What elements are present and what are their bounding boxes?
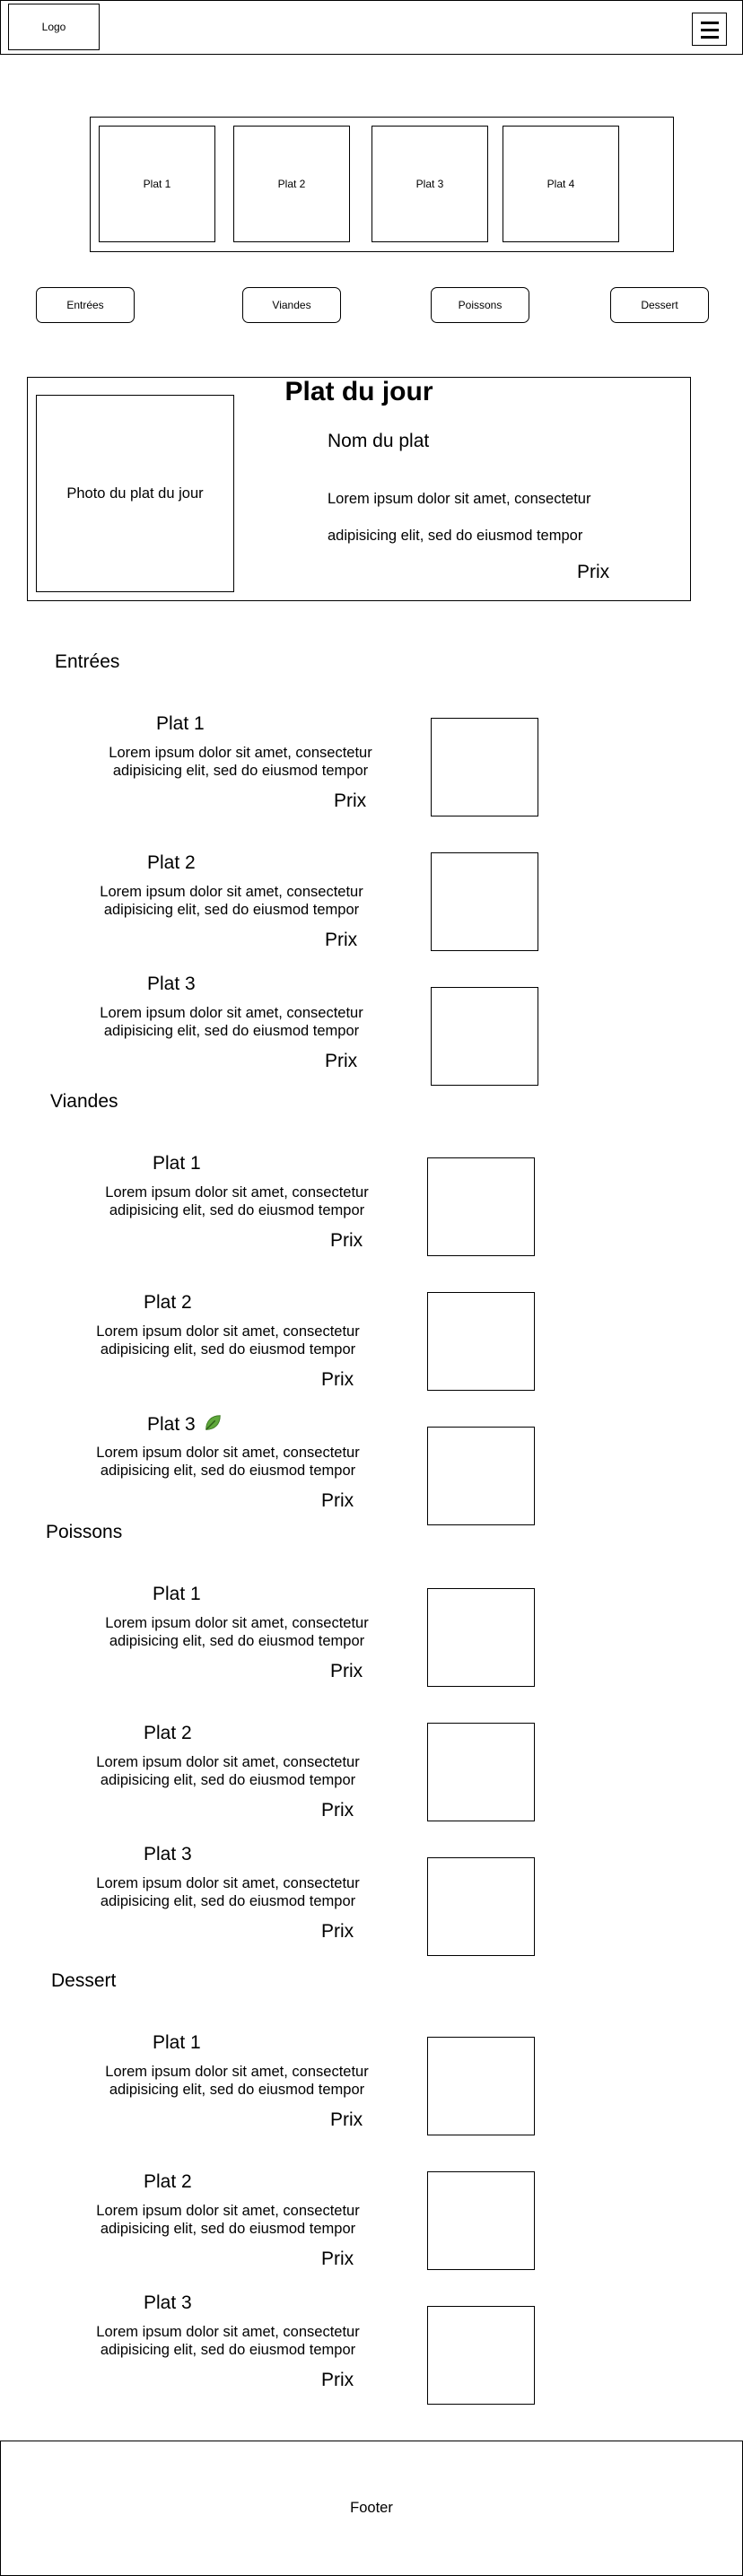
dish-photo bbox=[427, 1588, 535, 1687]
section-title-viandes: Viandes bbox=[50, 1091, 118, 1112]
dish-of-the-day-description: adipisicing elit, sed do eiusmod tempor bbox=[328, 528, 583, 544]
dish-name: Plat 3 bbox=[147, 1413, 223, 1436]
dish-price: Prix bbox=[334, 790, 367, 811]
hamburger-line bbox=[701, 22, 719, 24]
section-title-poissons: Poissons bbox=[46, 1522, 123, 1542]
dish-name: Plat 3 bbox=[144, 2292, 192, 2313]
leaf-icon bbox=[205, 1415, 221, 1430]
logo[interactable]: Logo bbox=[8, 4, 100, 50]
hamburger-icon[interactable] bbox=[692, 13, 727, 46]
dish-description: Lorem ipsum dolor sit amet, consectetur … bbox=[96, 1445, 360, 1479]
dish-price: Prix bbox=[330, 1661, 363, 1681]
dish-name: Plat 1 bbox=[156, 713, 205, 734]
dish-description: Lorem ipsum dolor sit amet, consectetur … bbox=[96, 1754, 360, 1788]
dish-price: Prix bbox=[321, 1921, 354, 1942]
dish-description: Lorem ipsum dolor sit amet, consectetur … bbox=[105, 1615, 369, 1649]
dish-description: Lorem ipsum dolor sit amet, consectetur … bbox=[105, 2064, 369, 2098]
dish-price: Prix bbox=[321, 2370, 354, 2390]
dish-name: Plat 1 bbox=[153, 1584, 201, 1604]
dish-price: Prix bbox=[321, 1800, 354, 1821]
dish-photo bbox=[427, 2306, 535, 2405]
dish-photo bbox=[431, 852, 538, 951]
carousel-item[interactable]: Plat 3 bbox=[372, 126, 488, 242]
hamburger-line bbox=[701, 36, 719, 39]
dish-photo bbox=[427, 1857, 535, 1956]
category-button-entrees[interactable]: Entrées bbox=[36, 287, 135, 323]
category-button-dessert[interactable]: Dessert bbox=[610, 287, 709, 323]
dish-name: Plat 2 bbox=[144, 1723, 192, 1743]
category-button-poissons[interactable]: Poissons bbox=[431, 287, 529, 323]
carousel-item[interactable]: Plat 1 bbox=[99, 126, 215, 242]
dish-of-the-day-photo: Photo du plat du jour bbox=[36, 395, 234, 592]
dish-name: Plat 3 bbox=[147, 974, 196, 994]
dish-description: Lorem ipsum dolor sit amet, consectetur … bbox=[105, 1184, 369, 1218]
section-title-dessert: Dessert bbox=[51, 1970, 117, 1991]
category-button-viandes[interactable]: Viandes bbox=[242, 287, 341, 323]
dish-price: Prix bbox=[330, 2109, 363, 2130]
hamburger-line bbox=[701, 29, 719, 31]
header bbox=[0, 0, 743, 55]
dish-name-text: Plat 3 bbox=[147, 1414, 196, 1435]
dish-photo bbox=[427, 1157, 535, 1256]
dish-of-the-day-description: Lorem ipsum dolor sit amet, consectetur bbox=[328, 491, 591, 507]
dish-description: Lorem ipsum dolor sit amet, consectetur … bbox=[96, 2324, 360, 2358]
dish-name: Plat 1 bbox=[153, 1153, 201, 1174]
dish-description: Lorem ipsum dolor sit amet, consectetur … bbox=[109, 745, 372, 779]
dish-name: Plat 2 bbox=[147, 852, 196, 873]
dish-price: Prix bbox=[325, 930, 358, 950]
dish-description: Lorem ipsum dolor sit amet, consectetur … bbox=[100, 884, 363, 918]
carousel-item[interactable]: Plat 4 bbox=[503, 126, 619, 242]
dish-photo bbox=[427, 1292, 535, 1391]
dish-price: Prix bbox=[321, 1490, 354, 1511]
dish-price: Prix bbox=[330, 1230, 363, 1251]
dish-of-the-day-price: Prix bbox=[577, 562, 610, 582]
section-title-entrees: Entrées bbox=[55, 651, 120, 672]
dish-price: Prix bbox=[321, 2249, 354, 2269]
dish-photo bbox=[431, 718, 538, 816]
dish-description: Lorem ipsum dolor sit amet, consectetur … bbox=[96, 1875, 360, 1909]
footer: Footer bbox=[0, 2441, 743, 2576]
dish-name: Plat 2 bbox=[144, 2171, 192, 2192]
dish-price: Prix bbox=[325, 1051, 358, 1071]
dish-description: Lorem ipsum dolor sit amet, consectetur … bbox=[96, 2203, 360, 2237]
dish-photo bbox=[431, 987, 538, 1086]
dish-of-the-day-title: Plat du jour bbox=[284, 377, 433, 406]
dish-photo bbox=[427, 1427, 535, 1525]
carousel-item[interactable]: Plat 2 bbox=[233, 126, 350, 242]
dish-price: Prix bbox=[321, 1369, 354, 1390]
dish-of-the-day-name: Nom du plat bbox=[328, 431, 430, 451]
dish-description: Lorem ipsum dolor sit amet, consectetur … bbox=[100, 1005, 363, 1039]
dish-name: Plat 1 bbox=[153, 2032, 201, 2053]
dish-description: Lorem ipsum dolor sit amet, consectetur … bbox=[96, 1323, 360, 1358]
dish-photo bbox=[427, 1723, 535, 1821]
dish-name: Plat 2 bbox=[144, 1292, 192, 1313]
dish-name: Plat 3 bbox=[144, 1844, 192, 1864]
dish-photo bbox=[427, 2171, 535, 2270]
dish-photo bbox=[427, 2037, 535, 2135]
